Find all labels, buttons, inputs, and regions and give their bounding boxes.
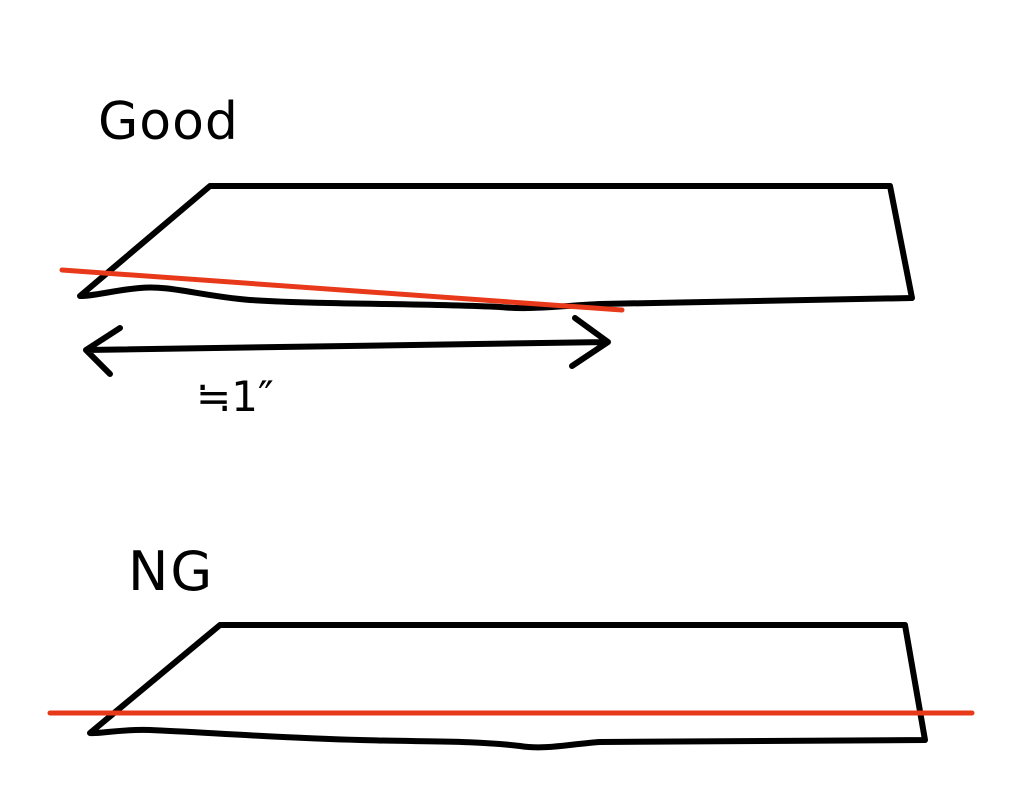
good-title: Good [98, 92, 239, 152]
good-guide-line [59, 267, 625, 313]
measurement-label: ≒1″ [196, 372, 274, 421]
ng-title: NG [128, 540, 215, 603]
good-blade-outline [77, 183, 915, 312]
measurement-arrow [83, 315, 611, 377]
ng-blade-outline [87, 622, 928, 751]
